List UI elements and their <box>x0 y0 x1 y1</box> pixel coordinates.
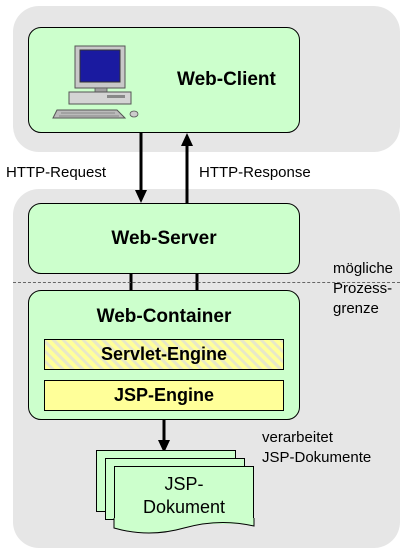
web-client-box: Web-Client <box>28 27 300 133</box>
jsp-engine-label: JSP-Engine <box>113 385 215 405</box>
jsp-engine-box: JSP-Engine <box>44 380 284 411</box>
process-boundary-line <box>13 282 400 283</box>
http-request-label: HTTP-Request <box>6 164 107 181</box>
servlet-engine-label: Servlet-Engine <box>100 344 228 364</box>
process-boundary-label: mögliche Prozess- grenze <box>333 260 394 317</box>
computer-icon <box>52 45 139 119</box>
jsp-document-wave-edge <box>113 518 255 534</box>
web-server-box: Web-Server <box>28 203 300 274</box>
web-client-title: Web-Client <box>177 69 276 90</box>
jsp-document-line2: Dokument <box>142 497 226 517</box>
processing-label: verarbeitet JSP-Dokumente <box>262 429 372 466</box>
servlet-engine-box: Servlet-Engine <box>44 339 284 370</box>
web-server-title: Web-Server <box>111 228 217 249</box>
jsp-document-front: JSP- Dokument <box>114 466 254 524</box>
jsp-document-line1: JSP- <box>164 474 204 494</box>
http-response-label: HTTP-Response <box>199 164 311 181</box>
web-container-title: Web-Container <box>96 306 232 327</box>
